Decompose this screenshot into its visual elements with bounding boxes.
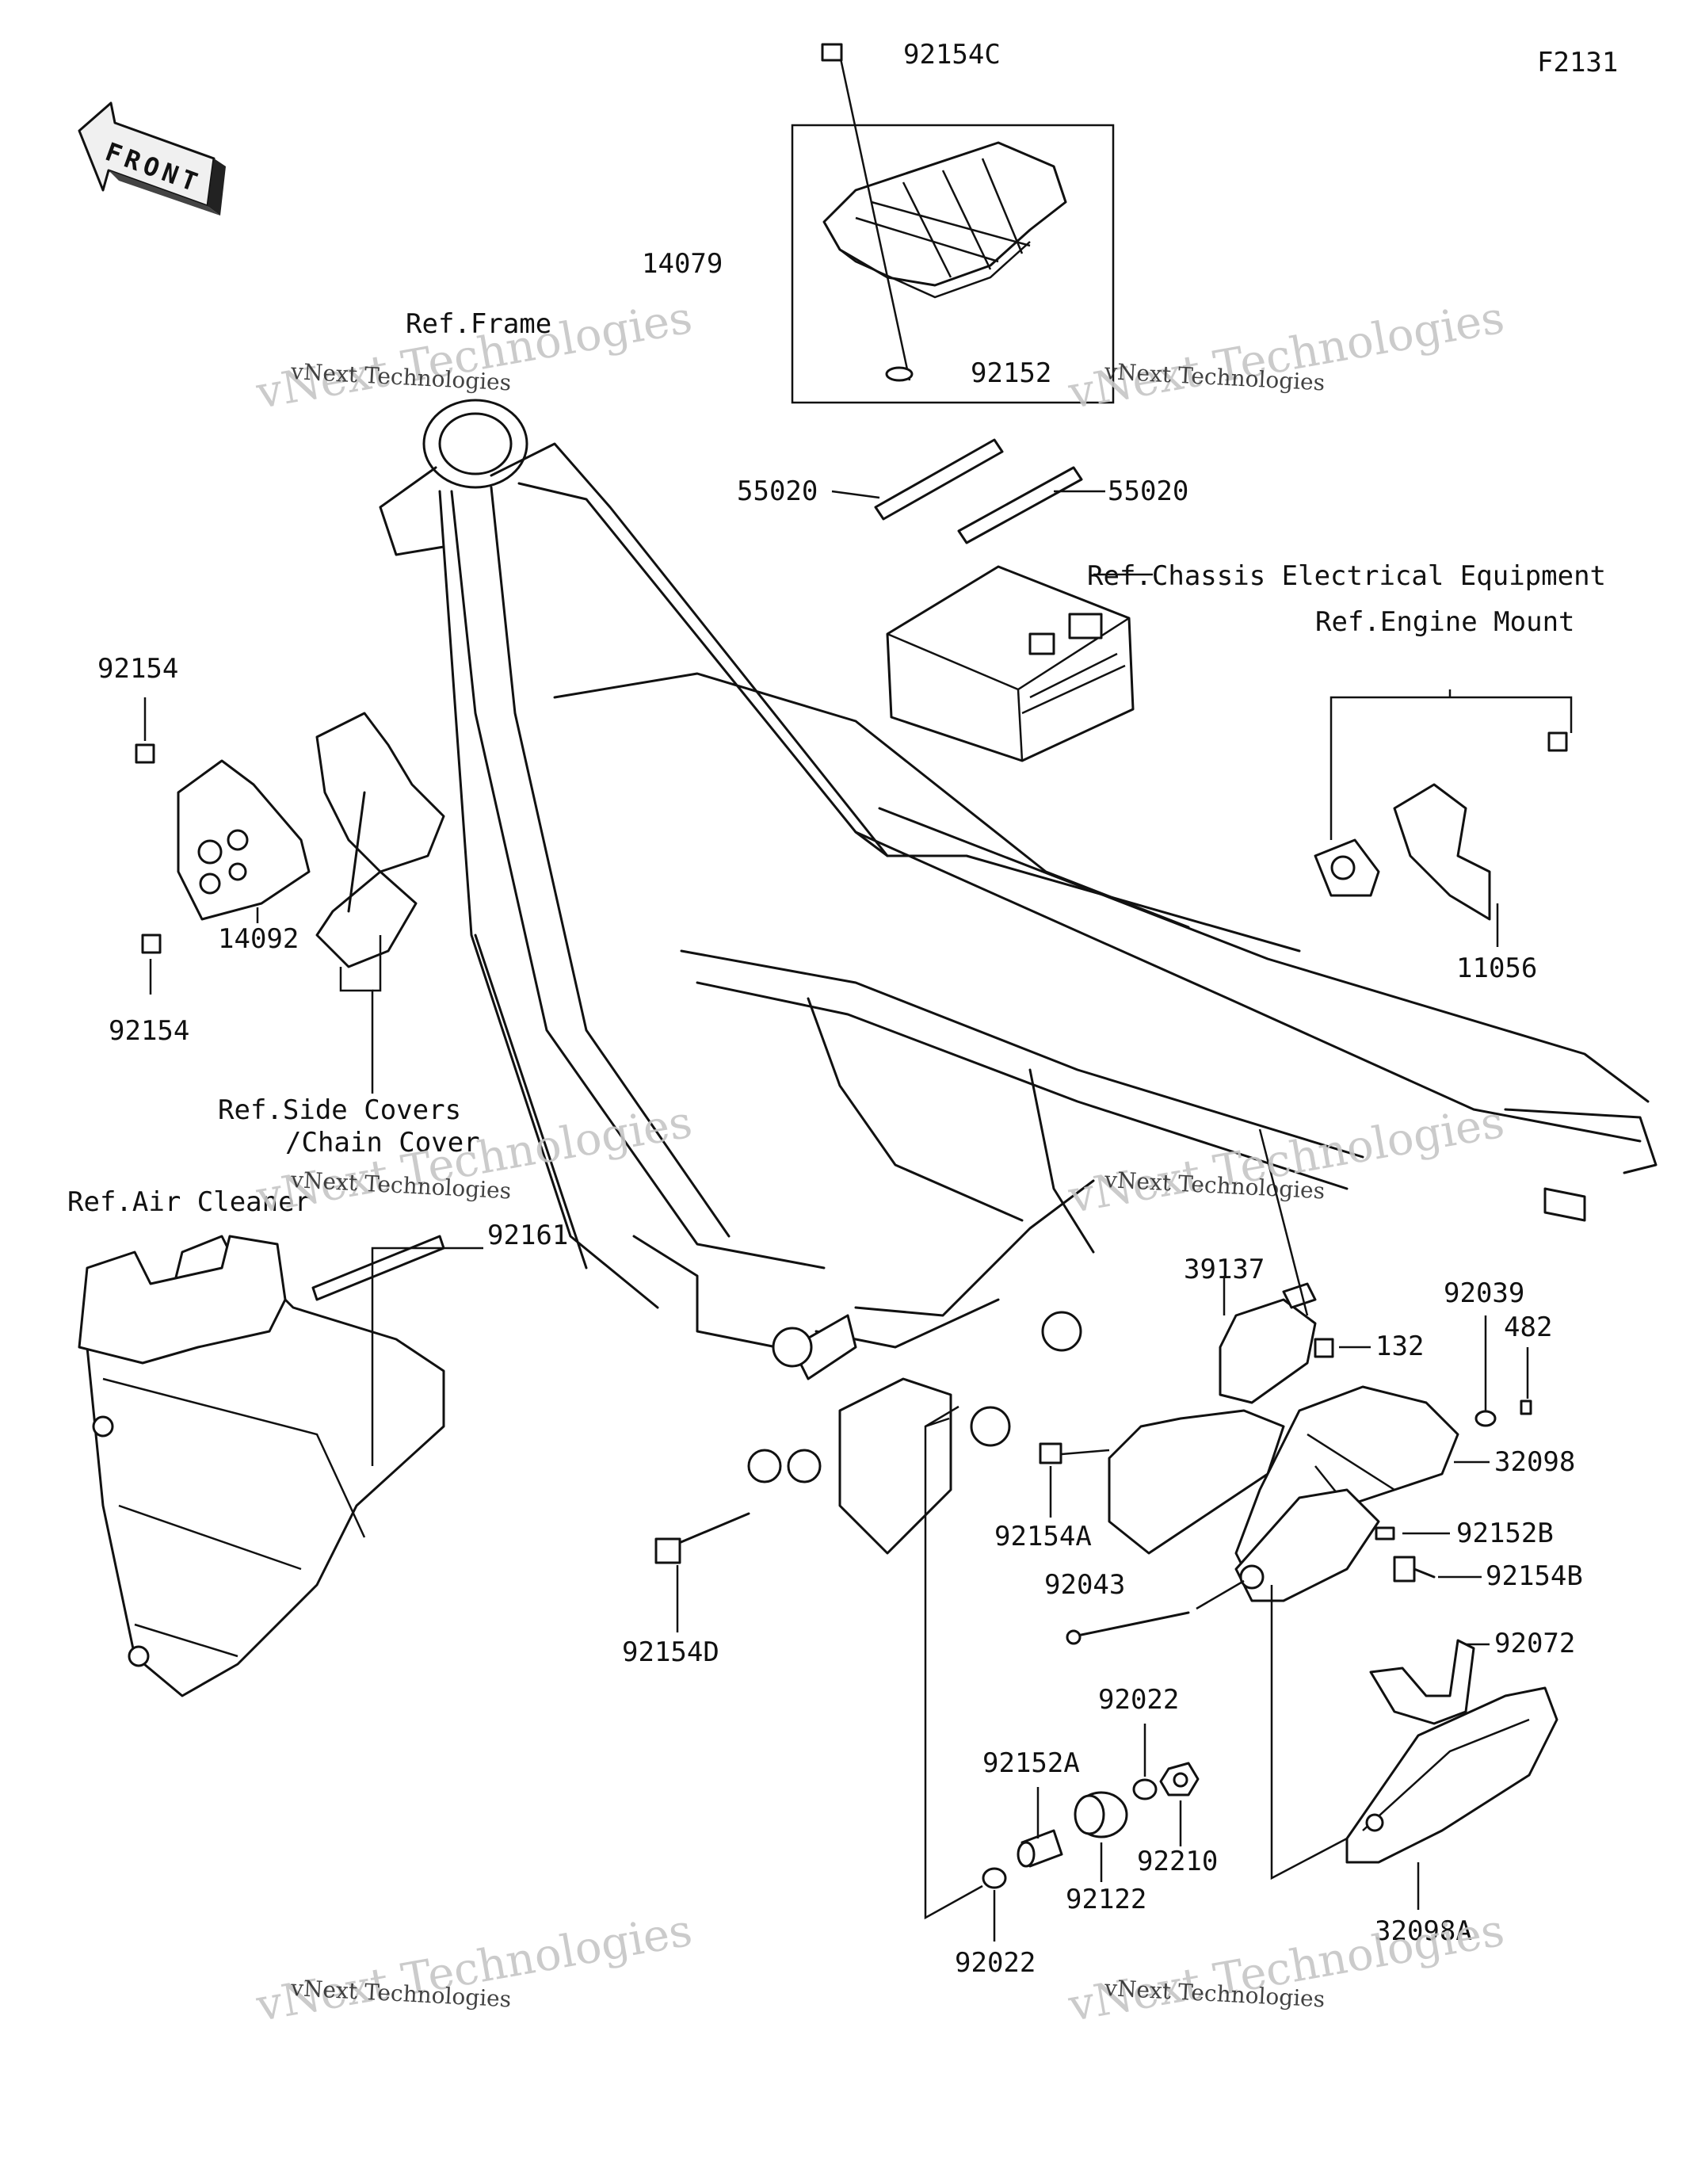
part-label-92210: 92210 (1137, 1846, 1219, 1877)
part-label-92072: 92072 (1494, 1628, 1576, 1659)
strip-92161 (311, 1235, 445, 1301)
part-label-92022-lower: 92022 (955, 1947, 1036, 1979)
part-label-92122: 92122 (1066, 1884, 1147, 1915)
bracket-14092 (177, 712, 445, 968)
bracket-11056 (1314, 783, 1491, 921)
leader-92161 (371, 1247, 483, 1466)
bolt-92154A-icon (1039, 1442, 1062, 1464)
collar-92039-icon (1474, 1410, 1497, 1427)
bolt-92154B-icon (1393, 1556, 1436, 1583)
part-label-55020-left: 55020 (737, 475, 818, 507)
part-label-55020-right: 55020 (1108, 475, 1189, 507)
bracket-39137 (1108, 1282, 1317, 1555)
leader-92154A-b (1061, 1449, 1110, 1456)
leader-132-frame (1258, 1128, 1309, 1316)
part-label-92154A: 92154A (994, 1521, 1092, 1552)
bushing-92122-icon (1074, 1791, 1128, 1838)
leader-side-covers (339, 967, 374, 1094)
part-label-92154-top: 92154 (97, 653, 179, 685)
part-label-92022-upper: 92022 (1098, 1684, 1180, 1716)
bolt-92154-bottom-icon (141, 934, 162, 954)
leader-92022-lower-b (925, 1417, 950, 1428)
part-label-32098: 32098 (1494, 1446, 1576, 1478)
ref-chassis-electrical-label: Ref.Chassis Electrical Equipment (1087, 560, 1607, 592)
part-label-92154D: 92154D (622, 1636, 719, 1668)
part-label-92154-bottom: 92154 (109, 1015, 190, 1047)
pin-92043-icon (1072, 1611, 1190, 1638)
leader-55020-left (831, 490, 880, 499)
ref-air-cleaner-label: Ref.Air Cleaner (67, 1186, 311, 1218)
leader-32098A-guide (1270, 1585, 1348, 1880)
part-label-92152A: 92152A (982, 1747, 1080, 1779)
ref-frame-label: Ref.Frame (406, 308, 552, 340)
part-label-14079: 14079 (642, 248, 723, 280)
leader-92154C (837, 47, 911, 381)
pin-92043-head (1066, 1629, 1082, 1645)
part-label-32098A: 32098A (1375, 1915, 1472, 1947)
bolt-132-icon (1314, 1338, 1334, 1358)
leader-side-covers-b (372, 935, 382, 992)
part-label-39137: 39137 (1184, 1254, 1265, 1285)
collar-92152A-icon (1017, 1829, 1063, 1868)
part-label-92154B: 92154B (1486, 1560, 1583, 1592)
washer-92022-upper-icon (1132, 1778, 1158, 1800)
motorcycle-frame (379, 399, 1658, 1555)
diagram-code: F2131 (1537, 47, 1619, 78)
part-label-92039: 92039 (1444, 1277, 1525, 1309)
part-label-92161: 92161 (487, 1220, 569, 1251)
part-label-92154C: 92154C (903, 39, 1001, 71)
part-label-14092: 14092 (218, 923, 299, 955)
clip-482-icon (1520, 1399, 1532, 1415)
leader-92043-guide (1196, 1579, 1245, 1610)
ref-side-covers-label: Ref.Side Covers (218, 1094, 462, 1126)
leader-engine-mount (1329, 696, 1573, 840)
grommet-92152-icon (885, 366, 914, 382)
ref-chain-cover-label: /Chain Cover (285, 1127, 480, 1159)
battery-case-group-box (791, 124, 1115, 404)
nut-92210-icon (1159, 1762, 1200, 1796)
front-arrow-icon (78, 101, 226, 216)
strip-55020-right (957, 466, 1083, 544)
leader-92022-lower (924, 1405, 983, 1920)
air-cleaner (78, 1235, 445, 1697)
ref-engine-mount-label: Ref.Engine Mount (1315, 606, 1575, 638)
part-label-92152B: 92152B (1456, 1518, 1554, 1549)
bolt-92154D-icon (654, 1512, 750, 1564)
bolt-11056-icon (1547, 731, 1568, 752)
bolt-92154C-icon (821, 43, 843, 62)
strip-55020-left (874, 438, 1004, 521)
washer-92022-lower-icon (982, 1867, 1007, 1889)
battery-case-cover (822, 141, 1067, 299)
chain-guard-lower (1234, 1488, 1380, 1602)
chain-guard-32098A (1345, 1686, 1558, 1864)
collar-92152B-icon (1375, 1526, 1395, 1541)
clamp-92072-icon (1369, 1639, 1475, 1725)
part-label-92152: 92152 (971, 357, 1052, 389)
battery (886, 565, 1135, 762)
part-label-92043: 92043 (1044, 1569, 1126, 1601)
bolt-92154-top-icon (135, 743, 155, 764)
part-label-132: 132 (1375, 1331, 1425, 1362)
part-label-482: 482 (1504, 1312, 1553, 1343)
part-label-11056: 11056 (1456, 953, 1538, 984)
